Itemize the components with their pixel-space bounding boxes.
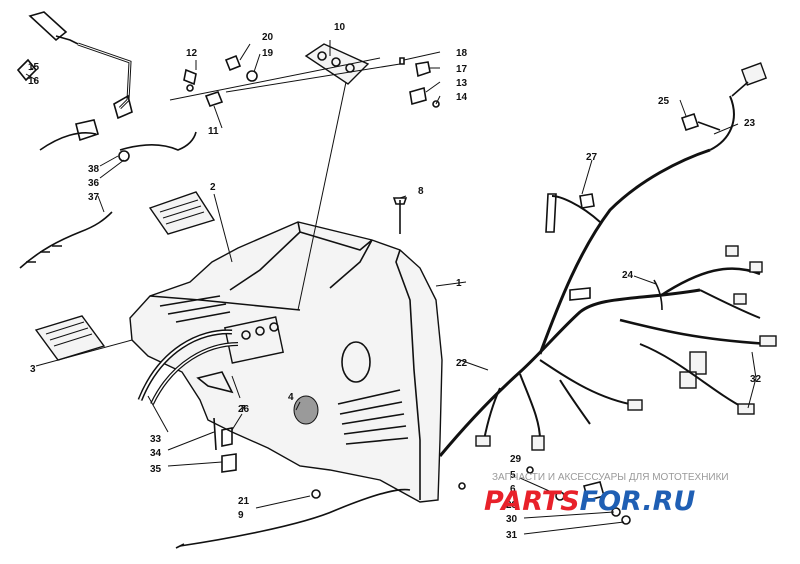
callout-1: 1 (456, 278, 462, 289)
callout-32: 32 (750, 374, 762, 385)
callout-24: 24 (622, 270, 634, 281)
callout-3: 3 (30, 364, 36, 375)
callout-31: 31 (506, 530, 518, 541)
watermark-tagline: ЗАПЧАСТИ И АКСЕССУАРЫ ДЛЯ МОТОТЕХНИКИ (492, 472, 729, 483)
callout-20: 20 (262, 32, 274, 43)
callout-5: 5 (510, 470, 516, 481)
decal-plate (34, 315, 106, 361)
callout-28: 28 (506, 500, 518, 511)
callout-18: 18 (456, 48, 468, 59)
wiring-harness (438, 62, 777, 457)
hardware (175, 54, 631, 549)
switch-wires (19, 119, 197, 269)
watermark: ЗАПЧАСТИ И АКСЕССУАРЫ ДЛЯ МОТОТЕХНИКИ PA… (484, 472, 729, 517)
callout-29: 29 (510, 454, 522, 465)
callout-12: 12 (186, 48, 198, 59)
callout-7: 7 (240, 404, 246, 415)
watermark-brand-right: FOR.RU (580, 486, 696, 517)
callout-22: 22 (456, 358, 468, 369)
callout-21: 21 (238, 496, 250, 507)
callout-15: 15 (28, 62, 40, 73)
callout-38: 38 (88, 164, 100, 175)
callout-4: 4 (288, 392, 294, 403)
callout-labels: 1 2 3 4 5 6 7 8 9 10 11 12 13 14 15 16 1… (28, 22, 762, 541)
callout-34: 34 (150, 448, 162, 459)
callout-19: 19 (262, 48, 274, 59)
leader-lines (25, 40, 757, 535)
callout-23: 23 (744, 118, 756, 129)
callout-16: 16 (28, 76, 40, 87)
callout-25: 25 (658, 96, 670, 107)
callout-37: 37 (88, 192, 100, 203)
callout-26: 26 (238, 404, 250, 415)
callout-27: 27 (586, 152, 598, 163)
callout-2: 2 (210, 182, 216, 193)
callout-10: 10 (334, 22, 346, 33)
callout-8: 8 (418, 186, 424, 197)
callout-11: 11 (208, 126, 219, 137)
trim-strip (137, 329, 239, 405)
console-panel (129, 221, 443, 503)
watermark-brand-logo: PARTSFOR.RU (484, 486, 695, 517)
callout-17: 17 (456, 64, 468, 75)
watermark-brand-left: PARTS (484, 486, 580, 517)
callout-13: 13 (456, 78, 468, 89)
ignition-cable (16, 11, 133, 120)
callout-9: 9 (238, 510, 244, 521)
callout-36: 36 (88, 178, 100, 189)
callout-30: 30 (506, 514, 518, 525)
callout-33: 33 (150, 434, 162, 445)
callout-6: 6 (510, 484, 516, 495)
decal (148, 191, 216, 235)
callout-35: 35 (150, 464, 162, 475)
callout-14: 14 (456, 92, 468, 103)
